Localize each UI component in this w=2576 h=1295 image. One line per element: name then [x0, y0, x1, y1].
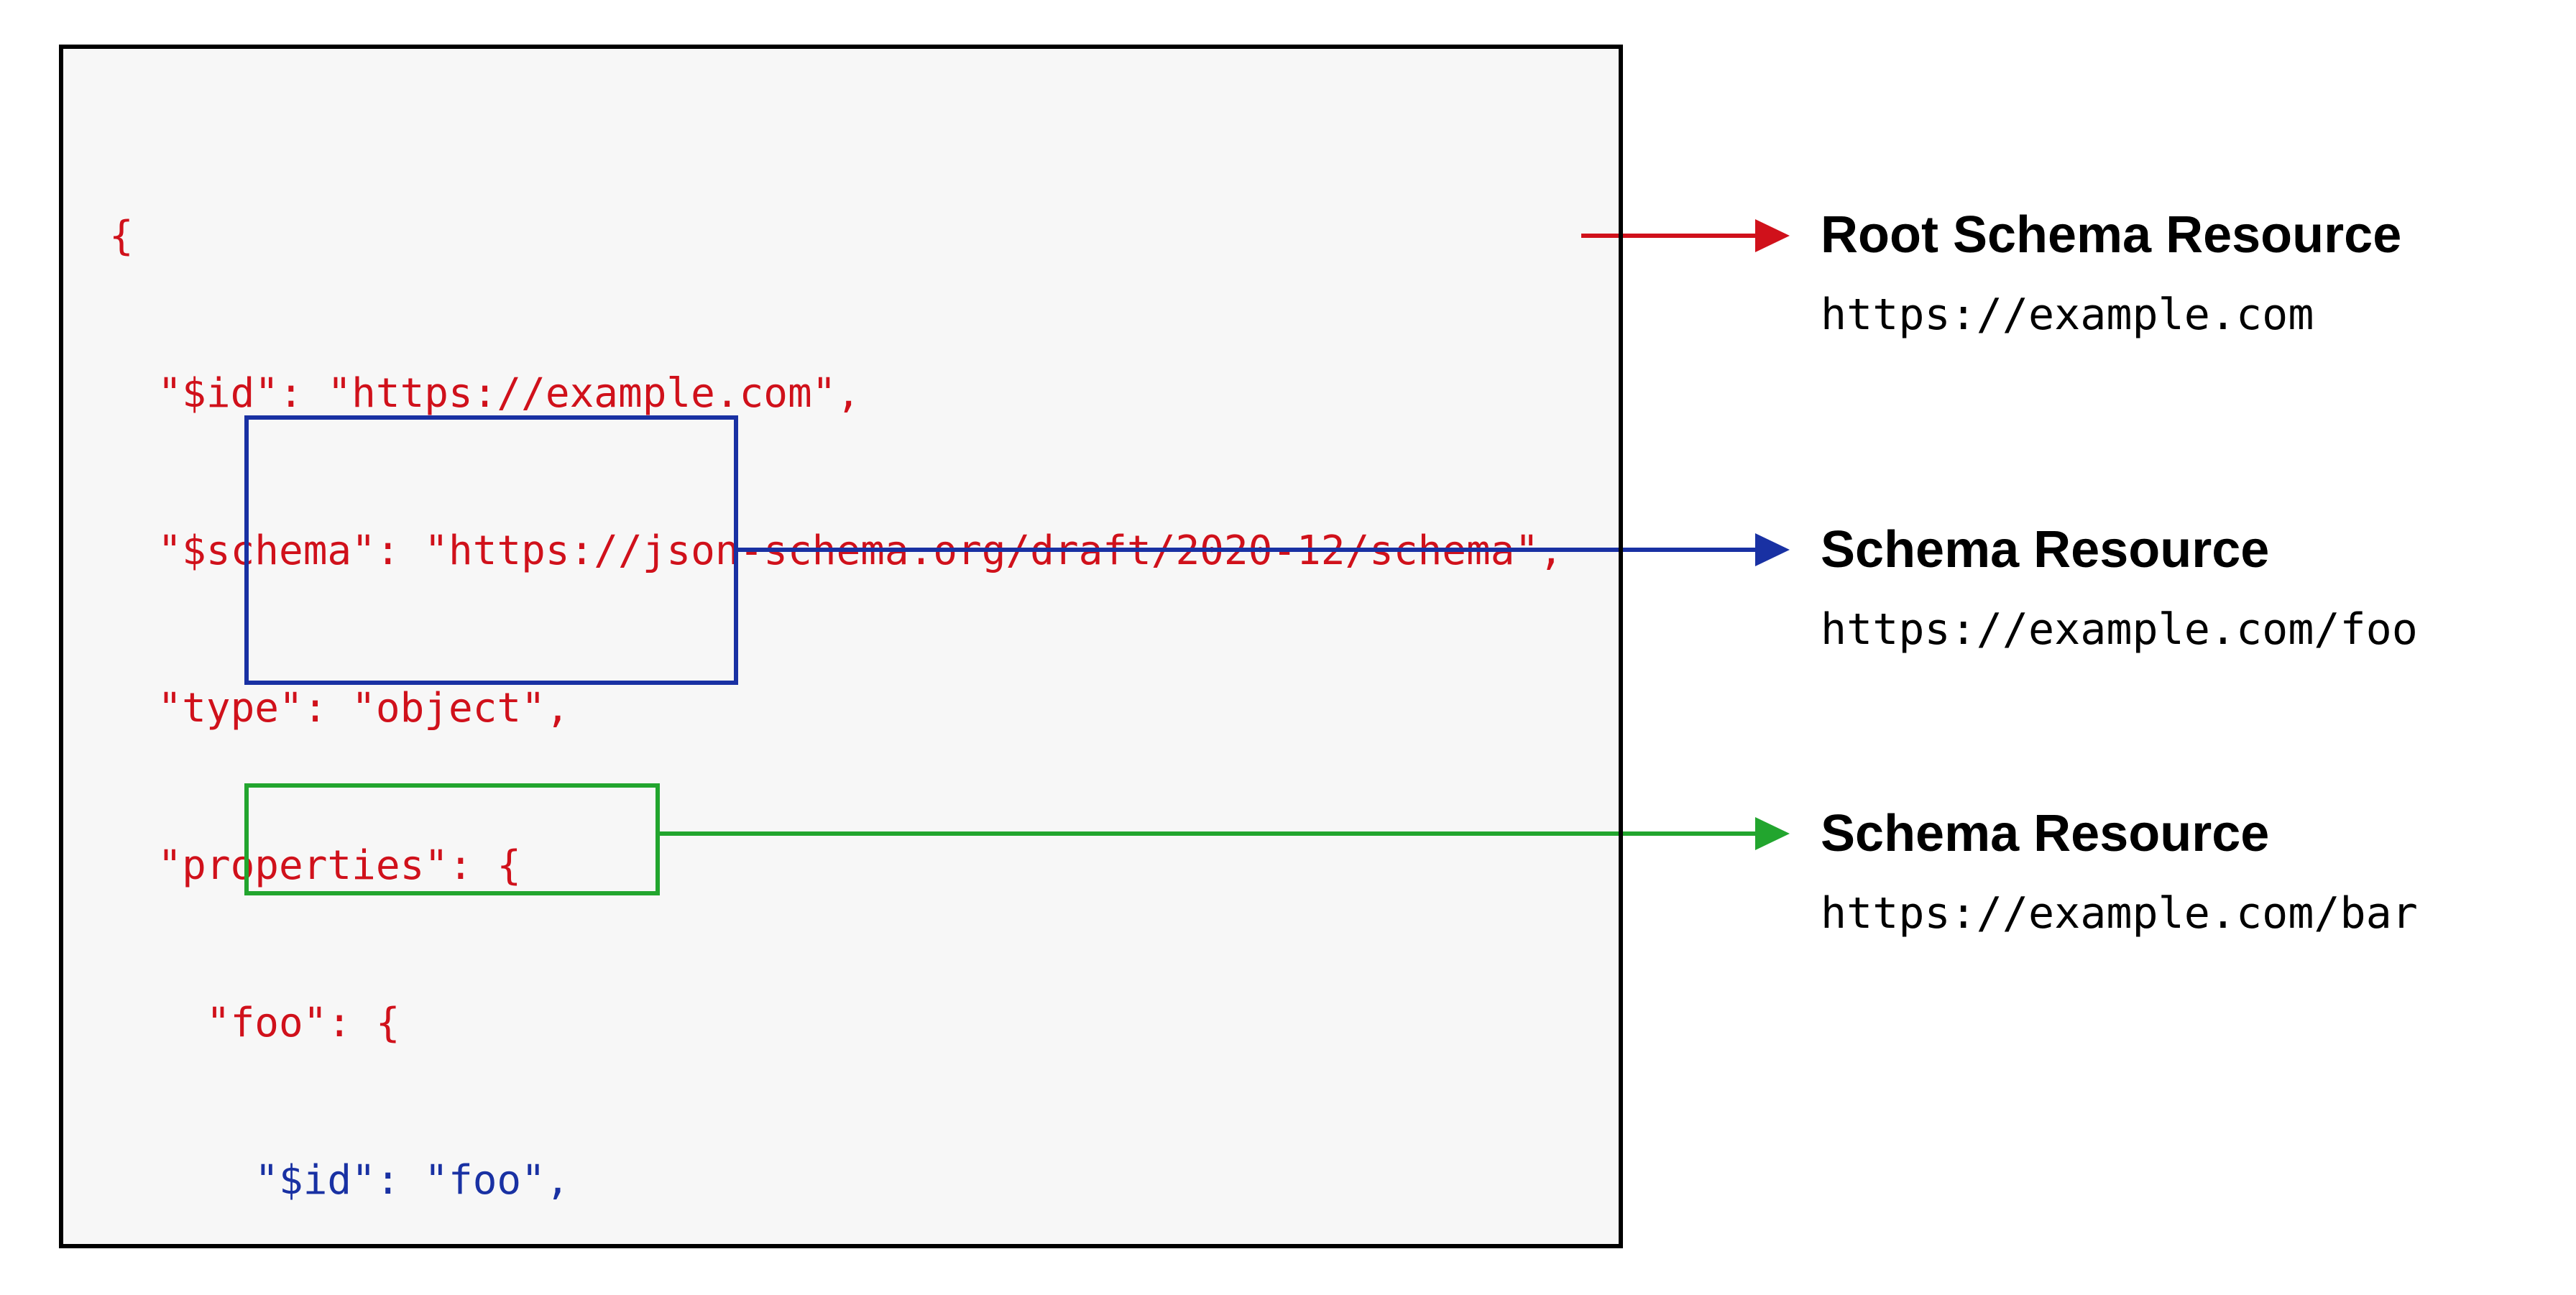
annotation-url: https://example.com/foo: [1821, 604, 2418, 655]
bar-schema-resource-box: [244, 783, 660, 895]
schema-code-block: { "$id": "https://example.com", "$schema…: [109, 105, 1563, 1295]
annotation-bar-schema: Schema Resource https://example.com/bar: [1821, 801, 2418, 941]
annotation-title: Schema Resource: [1821, 805, 2270, 862]
arrow-shaft: [1581, 234, 1755, 238]
code-line: "$id": "https://example.com",: [157, 370, 861, 417]
arrow-head-icon: [1755, 533, 1790, 566]
foo-schema-resource-box: [244, 415, 738, 685]
arrow-shaft: [656, 831, 1755, 836]
arrow-head-icon: [1755, 817, 1790, 850]
code-line: "type": "object",: [157, 685, 570, 732]
annotation-root-schema: Root Schema Resource https://example.com: [1821, 203, 2401, 342]
code-line-foo-schema: "$id": "foo",: [254, 1157, 570, 1204]
annotation-url: https://example.com: [1821, 290, 2314, 340]
code-line: {: [109, 213, 134, 259]
annotation-title: Root Schema Resource: [1821, 206, 2402, 264]
arrow-shaft: [734, 548, 1755, 552]
annotation-title: Schema Resource: [1821, 521, 2270, 579]
arrow-head-icon: [1755, 219, 1790, 252]
annotation-url: https://example.com/bar: [1821, 888, 2418, 939]
code-line: "properties": {: [157, 842, 522, 889]
code-line: "foo": {: [206, 1000, 400, 1046]
annotation-foo-schema: Schema Resource https://example.com/foo: [1821, 517, 2418, 657]
schema-code-panel: { "$id": "https://example.com", "$schema…: [59, 45, 1623, 1248]
